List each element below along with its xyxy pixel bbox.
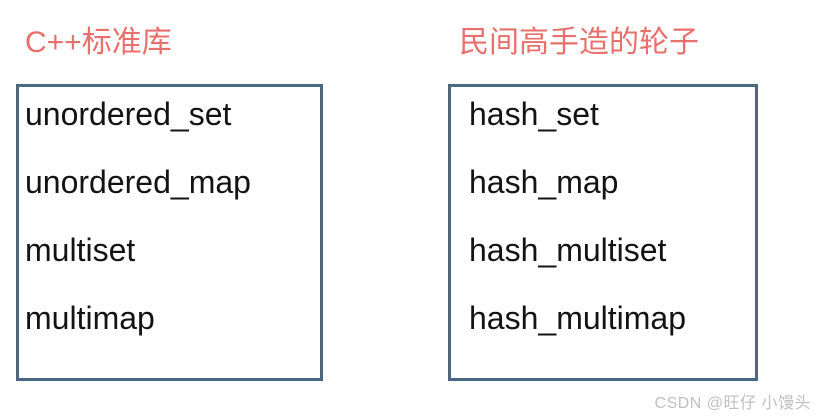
watermark-credit: CSDN @旺仔 小馒头 xyxy=(654,395,811,412)
list-item: multiset xyxy=(25,232,136,268)
list-item: unordered_map xyxy=(25,164,251,200)
list-item: multimap xyxy=(25,300,155,336)
list-item: hash_map xyxy=(469,164,619,200)
list-box-right-content: hash_set hash_map hash_multiset hash_mul… xyxy=(451,87,755,378)
column-title-community-wheels: 民间高手造的轮子 xyxy=(459,26,699,59)
list-box-cpp-standard-library: unordered_set unordered_map multiset mul… xyxy=(16,84,323,381)
list-box-left-content: unordered_set unordered_map multiset mul… xyxy=(19,87,320,378)
list-item: hash_set xyxy=(469,96,599,132)
column-title-cpp-standard-library: C++标准库 xyxy=(25,26,172,59)
list-item: unordered_set xyxy=(25,96,232,132)
list-box-community-wheels: hash_set hash_map hash_multiset hash_mul… xyxy=(448,84,758,381)
list-item: hash_multimap xyxy=(469,300,686,336)
list-item: hash_multiset xyxy=(469,232,667,268)
